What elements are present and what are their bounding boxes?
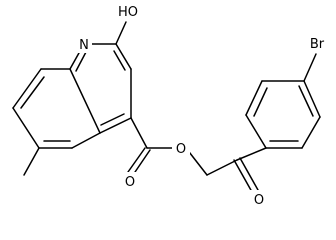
bond-ketone-o-1: [233, 159, 253, 193]
bond-aryl-3-inner: [298, 85, 314, 117]
bond-c2-oh: [115, 21, 127, 45]
bond-c2-c3: [115, 43, 132, 70]
bond-c2-c3-inner: [113, 50, 126, 71]
bond-c5-c4a: [71, 132, 101, 149]
bond-aryl-2: [301, 116, 321, 149]
bond-c8-c7-inner: [20, 76, 45, 109]
bond-c8-c7: [12, 68, 42, 109]
bond-aryl-3: [303, 80, 321, 118]
ester-carbonyl-oxygen-label: O: [125, 175, 135, 190]
bonds: [12, 21, 321, 193]
ring-nitrogen-label: N: [79, 38, 89, 53]
bond-ketone-aryl: [236, 147, 267, 161]
bromine-label: Br: [310, 37, 325, 52]
bond-carbonyl-o-2: [132, 149, 151, 176]
molecule-diagram: HO N O O O Br: [12, 2, 329, 208]
bond-aryl-5-inner: [253, 87, 268, 117]
ketone-oxygen-label: O: [254, 193, 264, 208]
bond-c4-c4a-inner: [100, 113, 125, 126]
bond-c6-methyl: [23, 147, 40, 176]
ester-oxygen-label: O: [176, 142, 186, 157]
bond-ch2-ketone: [206, 159, 238, 176]
hydroxyl-label: HO: [118, 5, 138, 20]
bond-carbonyl-o-1: [127, 147, 146, 173]
bond-ketone-o-2: [239, 157, 259, 191]
bond-c7-c6: [12, 107, 40, 149]
bond-c4-c4a: [99, 117, 132, 134]
bond-c4a-c8a: [69, 68, 101, 134]
bond-aryl-5: [245, 80, 263, 116]
bond-c4-carbonyl: [130, 117, 148, 149]
atom-labels: HO N O O O Br: [75, 2, 329, 208]
bond-aryl-6: [245, 114, 267, 149]
bond-c8a-n1-inner: [75, 51, 87, 72]
bond-aryl-br: [303, 53, 317, 82]
